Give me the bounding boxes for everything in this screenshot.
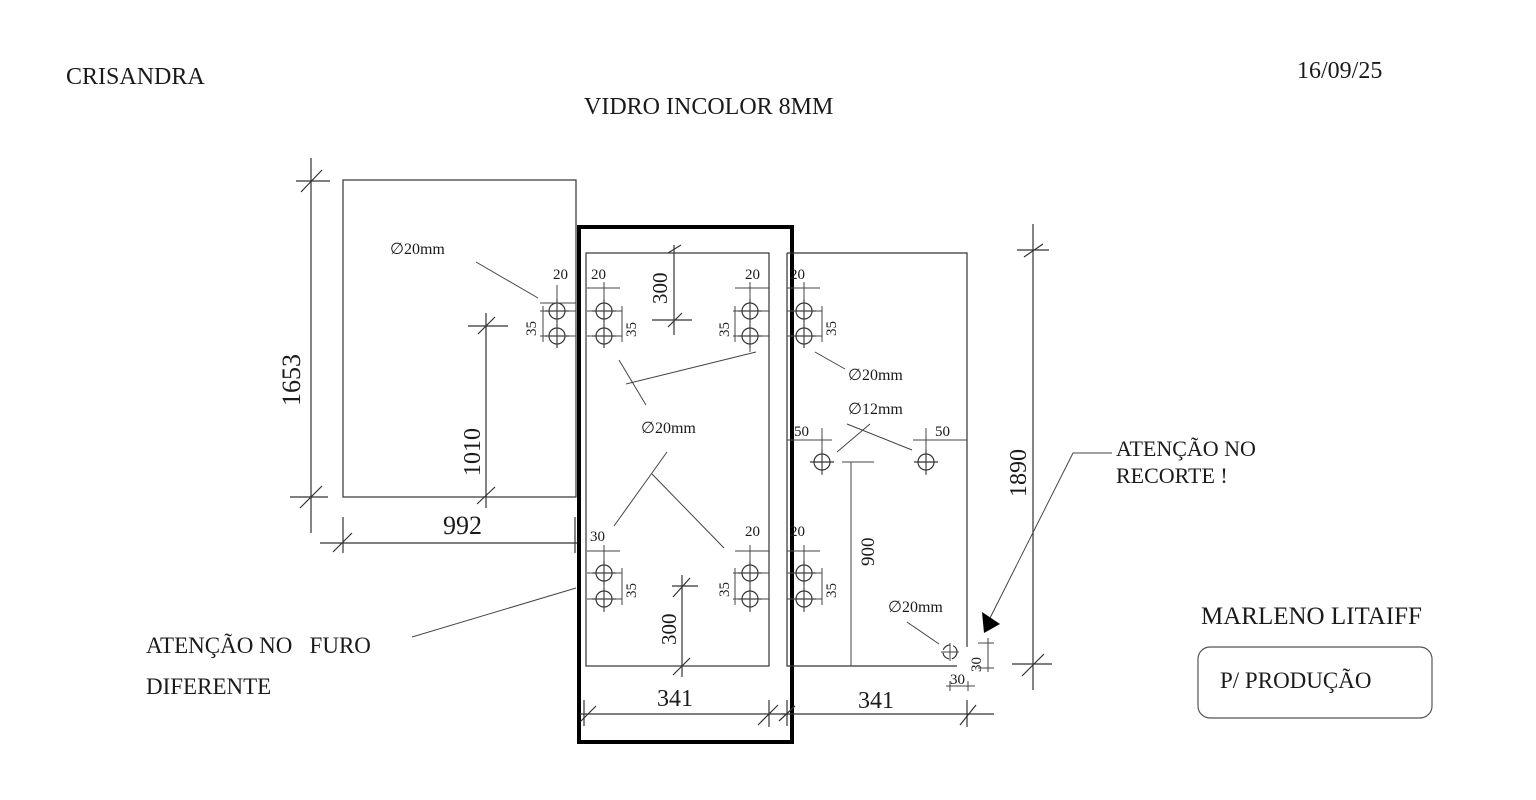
right-cutout-width: 30 <box>950 672 965 688</box>
right-small-hole-height: 900 <box>858 538 879 567</box>
panel-right-outline <box>786 252 968 667</box>
client-name: CRISANDRA <box>66 64 205 90</box>
panel-left-height: 1653 <box>277 354 306 406</box>
note-hole: ATENÇÃO NO FURO DIFERENTE <box>146 587 577 699</box>
right-cutout-height: 30 <box>969 657 985 672</box>
panel-left-hole-height: 1010 <box>460 428 486 476</box>
panel-center-outline <box>585 252 770 667</box>
panel-right: 20 35 ∅20mm ∅12mm 50 50 900 20 35 ∅20mm <box>778 224 1052 727</box>
panel-left-outline <box>342 179 577 498</box>
center-top-left-edge: 20 <box>591 267 606 283</box>
production-stamp-label: P/ PRODUÇÃO <box>1220 668 1371 693</box>
note-cutout-line1: ATENÇÃO NO <box>1116 436 1256 461</box>
right-width: 341 <box>858 688 894 714</box>
center-bottom-left-spacing: 35 <box>624 583 640 598</box>
center-bottom-right-edge: 20 <box>745 524 760 540</box>
note-hole-line2: DIFERENTE <box>146 674 271 699</box>
right-hole-label-cutout: ∅20mm <box>888 599 943 616</box>
panel-left-width: 992 <box>443 511 482 540</box>
right-small-left-edge: 50 <box>794 424 809 440</box>
right-hole-label-top: ∅20mm <box>848 367 903 384</box>
production-stamp <box>1197 646 1433 719</box>
right-bottom-edge: 20 <box>790 524 805 540</box>
panel-left-edge-offset: 20 <box>553 267 568 283</box>
panel-left-hole-label: ∅20mm <box>390 241 445 258</box>
designer-name: MARLENO LITAIFF <box>1201 603 1422 630</box>
center-bottom-hole-offset: 300 <box>657 614 681 646</box>
panel-left: 1653 992 1010 20 35 ∅20mm <box>277 158 580 553</box>
center-top-right-edge: 20 <box>745 267 760 283</box>
panel-center: 20 35 20 35 300 ∅20mm 30 35 <box>577 225 794 744</box>
note-hole-line1: ATENÇÃO NO FURO <box>146 633 371 658</box>
right-top-edge: 20 <box>790 267 805 283</box>
center-bottom-left-edge: 30 <box>590 529 605 545</box>
center-top-right-spacing: 35 <box>717 322 733 337</box>
right-height: 1890 <box>1006 449 1032 497</box>
highlight-frame <box>577 225 794 744</box>
right-bottom-spacing: 35 <box>824 583 840 598</box>
center-hole-label: ∅20mm <box>641 420 696 437</box>
note-cutout: ATENÇÃO NO RECORTE ! <box>982 436 1256 633</box>
right-hole-label-small: ∅12mm <box>848 401 903 418</box>
center-top-hole-offset: 300 <box>648 273 672 305</box>
center-top-left-spacing: 35 <box>624 322 640 337</box>
right-small-right-edge: 50 <box>935 424 950 440</box>
note-cutout-line2: RECORTE ! <box>1116 463 1228 488</box>
panel-left-hole-spacing: 35 <box>524 321 540 336</box>
arrow-icon <box>982 612 1000 633</box>
center-width: 341 <box>657 686 693 712</box>
material-title: VIDRO INCOLOR 8MM <box>584 94 833 120</box>
drawing-date: 16/09/25 <box>1297 58 1382 84</box>
center-bottom-right-spacing: 35 <box>717 582 733 597</box>
right-top-spacing: 35 <box>824 321 840 336</box>
